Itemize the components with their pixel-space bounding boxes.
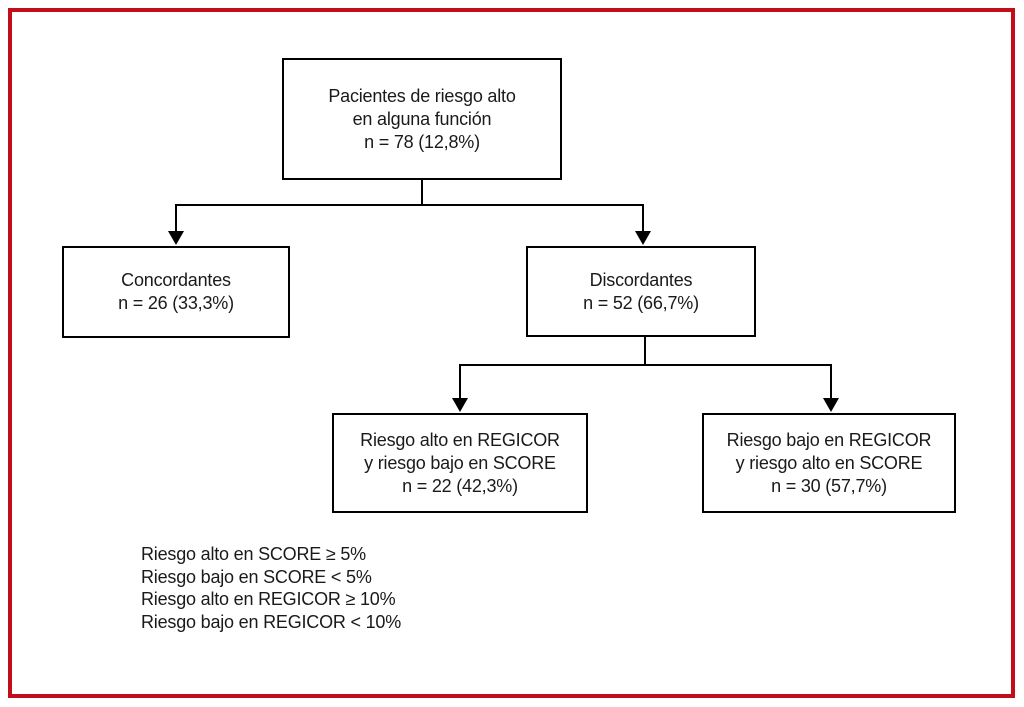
node-discordant: Discordantes n = 52 (66,7%) xyxy=(526,246,756,337)
node-concordant: Concordantes n = 26 (33,3%) xyxy=(62,246,290,338)
node-text-line: n = 52 (66,7%) xyxy=(583,292,699,313)
node-text-line: n = 30 (57,7%) xyxy=(771,475,887,496)
node-text-line: n = 78 (12,8%) xyxy=(364,131,480,152)
node-root-high-risk-patients: Pacientes de riesgo alto en alguna funci… xyxy=(282,58,562,180)
node-text-line: Riesgo bajo en REGICOR xyxy=(726,429,932,450)
legend-line: Riesgo alto en SCORE ≥ 5% xyxy=(141,544,366,564)
arrowhead-down-icon xyxy=(635,231,651,245)
node-text-line: n = 26 (33,3%) xyxy=(118,293,234,313)
node-high-regicor-low-score: Riesgo alto en REGICOR y riesgo bajo en … xyxy=(332,413,588,513)
node-text-line: Discordantes xyxy=(589,269,693,290)
legend-line: Riesgo bajo en REGICOR < 10% xyxy=(141,611,402,632)
arrowhead-down-icon xyxy=(823,398,839,412)
connector-level2-horizontal xyxy=(459,364,832,366)
connector-drop-high-regicor xyxy=(459,364,461,400)
node-text-line: Concordantes xyxy=(121,270,231,290)
arrowhead-down-icon xyxy=(452,398,468,412)
node-text-line: Riesgo alto en REGICOR xyxy=(360,429,560,450)
connector-root-stem xyxy=(421,180,423,206)
node-text-line: n = 22 (42,3%) xyxy=(402,475,518,496)
node-text-line: y riesgo bajo en SCORE xyxy=(364,452,556,473)
connector-drop-discordant xyxy=(642,204,644,233)
connector-drop-low-regicor xyxy=(830,364,832,400)
connector-drop-concordant xyxy=(175,204,177,233)
connector-discordant-stem xyxy=(644,337,646,366)
node-text-line: en alguna función xyxy=(352,108,492,129)
arrowhead-down-icon xyxy=(168,231,184,245)
connector-level1-horizontal xyxy=(175,204,644,206)
legend-line: Riesgo bajo en SCORE < 5% xyxy=(141,566,372,587)
node-text-line: y riesgo alto en SCORE xyxy=(735,452,923,473)
node-low-regicor-high-score: Riesgo bajo en REGICOR y riesgo alto en … xyxy=(702,413,956,513)
node-text-line: Pacientes de riesgo alto xyxy=(328,85,516,106)
legend-line: Riesgo alto en REGICOR ≥ 10% xyxy=(141,589,396,609)
legend-threshold-definitions: Riesgo alto en SCORE ≥ 5% Riesgo bajo en… xyxy=(141,543,401,633)
